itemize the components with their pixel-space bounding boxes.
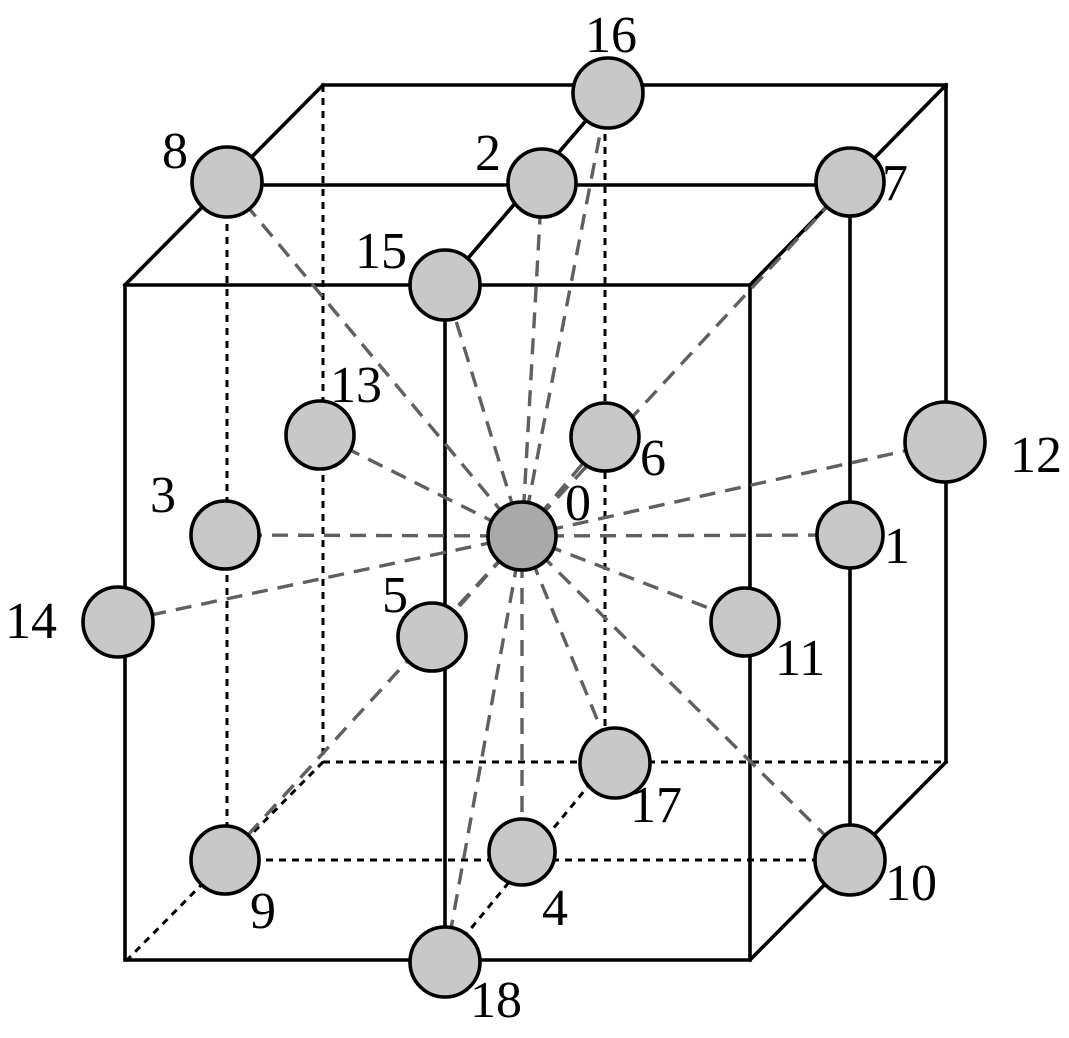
node-3 [189, 499, 261, 571]
link-0-17 [520, 535, 617, 764]
node-0 [486, 500, 558, 572]
node-label-18: 18 [470, 972, 522, 1029]
node-10 [813, 823, 887, 897]
node-17 [578, 726, 652, 800]
node-11 [709, 586, 781, 658]
node-label-17: 17 [630, 777, 682, 834]
node-label-3: 3 [150, 467, 176, 524]
link-0-2 [520, 182, 544, 537]
node-6 [569, 401, 641, 473]
node-13 [284, 399, 356, 471]
node-label-14: 14 [5, 593, 57, 650]
node-15 [408, 248, 482, 322]
nodes [81, 56, 987, 999]
node-9 [189, 824, 261, 896]
link-0-15 [443, 284, 524, 537]
link-0-9 [223, 534, 524, 862]
link-0-13 [319, 433, 523, 538]
node-2 [506, 147, 578, 219]
node-label-15: 15 [355, 223, 407, 280]
node-label-12: 12 [1010, 427, 1062, 484]
link-0-14 [117, 534, 523, 624]
node-label-10: 10 [885, 855, 937, 912]
link-0-7 [520, 180, 852, 538]
node-8 [190, 145, 264, 219]
link-0-1 [521, 533, 851, 538]
node-label-0: 0 [565, 475, 591, 532]
node-18 [408, 925, 482, 999]
link-0-10 [520, 534, 852, 862]
node-16 [571, 56, 645, 130]
node-14 [81, 585, 155, 659]
node-label-4: 4 [542, 880, 568, 937]
link-0-18 [443, 535, 524, 963]
link-0-16 [520, 92, 610, 537]
node-5 [396, 601, 468, 673]
link-0-12 [521, 440, 946, 538]
node-12 [903, 400, 987, 484]
node-label-9: 9 [250, 883, 276, 940]
node-label-8: 8 [162, 123, 188, 180]
node-label-6: 6 [640, 430, 666, 487]
node-7 [814, 146, 886, 218]
node-label-16: 16 [585, 7, 637, 64]
node-label-1: 1 [884, 518, 910, 575]
hidden-edge-bottom-left-depth [123, 760, 325, 964]
node-label-11: 11 [775, 630, 825, 687]
node-4 [487, 817, 557, 887]
node-label-7: 7 [882, 155, 908, 212]
node-labels: 0 1 2 3 4 5 6 7 8 9 10 11 12 13 14 15 16… [5, 7, 1062, 1029]
link-0-11 [521, 534, 746, 624]
link-0-3 [224, 533, 523, 538]
node-label-5: 5 [382, 567, 408, 624]
node-label-13: 13 [330, 357, 382, 414]
node-label-2: 2 [475, 125, 501, 182]
node-1 [815, 500, 885, 570]
hidden-edge-mid-bottom-depth [443, 761, 610, 961]
